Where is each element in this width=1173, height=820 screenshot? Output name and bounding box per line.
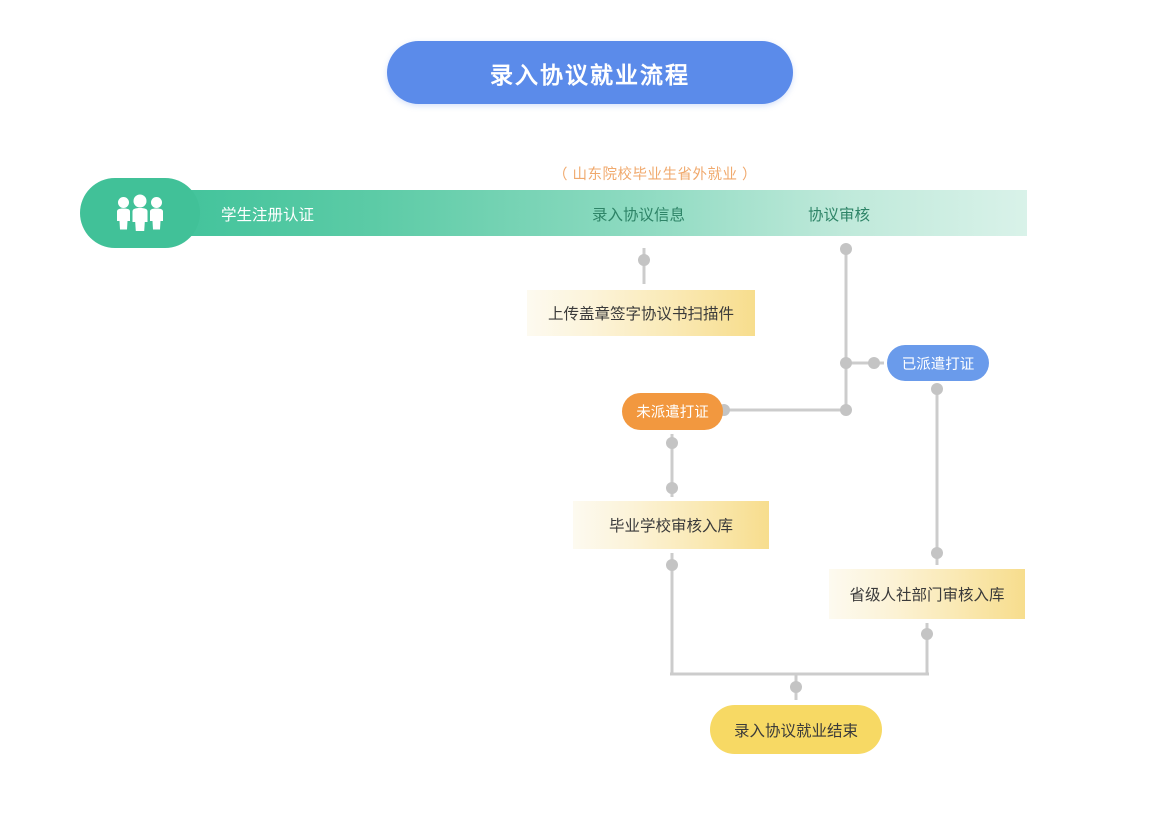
node-label: 上传盖章签字协议书扫描件: [547, 306, 734, 323]
scope-note: （ 山东院校毕业生省外就业 ）: [553, 167, 758, 183]
stage-step-label-2: 录入协议信息: [592, 207, 686, 224]
stage-step-label-1: 学生注册认证: [221, 207, 315, 224]
node-upload-agreement-scan: 上传盖章签字协议书扫描件: [527, 290, 755, 336]
people-group-icon: [114, 194, 166, 232]
junction-dot: [840, 357, 852, 369]
junction-dot: [921, 628, 933, 640]
stage-step-label-3: 协议审核: [808, 207, 871, 224]
junction-dot: [840, 243, 852, 255]
node-not-dispatched: 未派遣打证: [622, 393, 723, 430]
node-label: 已派遣打证: [901, 356, 975, 373]
junction-dot: [931, 547, 943, 559]
node-label: 录入协议就业结束: [733, 722, 858, 740]
node-label: 未派遣打证: [636, 405, 709, 421]
node-label: 毕业学校审核入库: [608, 518, 733, 535]
junction-dot: [638, 254, 650, 266]
stage-badge: [80, 178, 200, 248]
junction-dot: [931, 383, 943, 395]
junction-dot: [868, 357, 880, 369]
junction-dot: [840, 404, 852, 416]
node-process-end: 录入协议就业结束: [710, 705, 882, 754]
junction-dot: [790, 681, 802, 693]
flowchart-title-banner: 录入协议就业流程: [387, 41, 793, 104]
node-label: 省级人社部门审核入库: [849, 587, 1005, 604]
stage-bar: [190, 190, 1027, 236]
node-school-review: 毕业学校审核入库: [573, 501, 769, 549]
junction-dot: [666, 559, 678, 571]
node-dispatched: 已派遣打证: [887, 345, 989, 381]
junction-dot: [666, 437, 678, 449]
junction-dot: [666, 482, 678, 494]
page-title: 录入协议就业流程: [490, 61, 690, 88]
node-province-review: 省级人社部门审核入库: [829, 569, 1025, 619]
